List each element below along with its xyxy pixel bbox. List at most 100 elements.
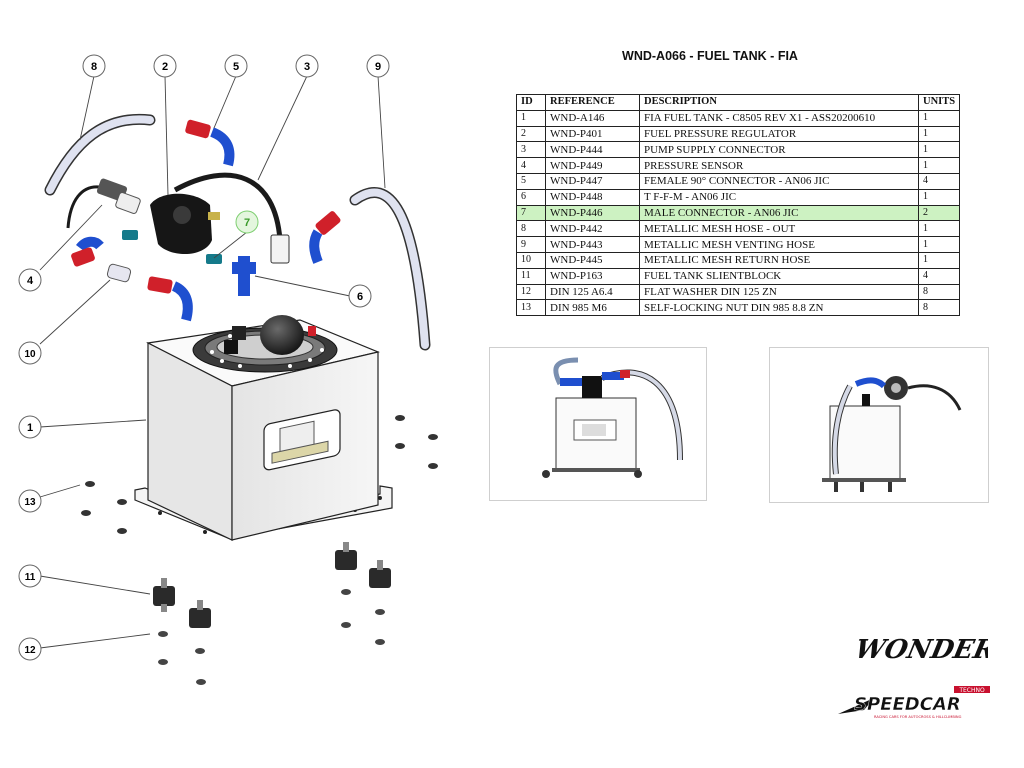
mount-hole [378,496,382,500]
svg-text:7: 7 [244,217,250,229]
cell-reference: WND-P443 [545,236,640,253]
svg-text:8: 8 [91,61,97,73]
wonder-logo: WONDER [858,634,988,665]
cell-units: 1 [917,220,961,238]
col-header-reference: REFERENCE [545,94,640,111]
callout-4: 4 [18,268,42,292]
pump-dome [260,315,304,355]
return-hose [106,263,132,283]
callout-8: 8 [82,54,106,78]
pressure-sensor [66,185,101,229]
cell-description: FLAT WASHER DIN 125 ZN [639,283,919,301]
silentblock [369,560,391,588]
svg-text:RACING CARS FOR AUTOCROSS & HI: RACING CARS FOR AUTOCROSS & HILLCLIMBING [874,715,962,719]
cell-description: FUEL PRESSURE REGULATOR [639,125,919,143]
svg-text:SPEEDCAR: SPEEDCAR [854,694,961,715]
t-fitting [232,256,256,296]
cell-reference: WND-P446 [545,204,640,222]
cell-reference: WND-P444 [545,141,640,159]
table-header-row: ID REFERENCE DESCRIPTION UNITS [516,94,961,111]
svg-text:10: 10 [24,349,36,360]
cell-description: METALLIC MESH HOSE - OUT [639,220,919,238]
callout-10: 10 [18,341,42,365]
cell-reference: WND-P448 [545,188,640,206]
female-90-connector [185,119,235,167]
cell-units: 1 [917,109,961,127]
callout-9: 9 [366,54,390,78]
callout-6: 6 [348,284,372,308]
cell-reference: DIN 985 M6 [545,299,640,317]
col-header-units: UNITS [917,94,961,111]
svg-text:2: 2 [162,61,168,73]
cell-id: 12 [516,283,546,301]
col-header-description: DESCRIPTION [639,94,919,111]
female-90-connector [309,211,341,264]
assembled-view-side [769,347,989,503]
silentblock [189,600,211,628]
cell-id: 8 [516,220,546,238]
cell-units: 1 [917,157,961,174]
svg-text:5: 5 [233,61,239,73]
male-connector [206,254,222,264]
callout-12: 12 [18,637,42,661]
cell-units: 1 [917,125,961,143]
cell-reference: WND-A146 [545,109,640,127]
exploded-parts-diagram: 1 2 3 4 5 6 7 8 9 10 11 12 13 [18,54,438,685]
col-header-id: ID [516,94,546,111]
svg-text:4: 4 [27,275,34,287]
callout-leader-lines [39,75,386,649]
cell-units: 1 [917,236,961,253]
mount-hole [158,511,162,515]
callout-13: 13 [18,489,42,513]
cell-description: FUEL TANK SLIENTBLOCK [639,267,919,285]
cell-description: PRESSURE SENSOR [639,157,919,174]
cell-description: METALLIC MESH RETURN HOSE [639,251,919,269]
svg-text:12: 12 [24,645,36,656]
cell-description: MALE CONNECTOR - AN06 JIC [639,204,919,222]
female-90-connector [147,276,193,322]
svg-text:1: 1 [27,422,33,434]
tank-flange [192,315,338,373]
silentblock [153,578,175,612]
cell-id: 9 [516,236,546,253]
flange-fitting [224,340,238,354]
cell-units: 2 [917,204,961,222]
callout-2: 2 [153,54,177,78]
self-locking-nuts [81,415,438,534]
svg-text:6: 6 [357,291,363,303]
svg-text:13: 13 [24,497,36,508]
cell-id: 10 [516,251,546,269]
callout-3: 3 [295,54,319,78]
cell-description: PUMP SUPPLY CONNECTOR [639,141,919,159]
cell-id: 2 [516,125,546,143]
callout-5: 5 [224,54,248,78]
cell-reference: WND-P442 [545,220,640,238]
svg-text:3: 3 [304,61,310,73]
callout-7: 7 [235,210,259,234]
cell-units: 4 [917,172,961,190]
flange-fitting-red [308,326,316,336]
cell-units: 1 [917,251,961,269]
female-90-connector [71,236,104,267]
flange-fitting [232,326,246,340]
flat-washers [158,589,385,685]
svg-text:11: 11 [25,572,36,583]
callout-1: 1 [18,415,42,439]
cell-id: 3 [516,141,546,159]
svg-text:TECHNO: TECHNO [958,687,985,694]
cell-units: 1 [917,141,961,159]
cell-id: 7 [516,204,546,222]
callout-11: 11 [18,564,42,588]
svg-text:9: 9 [375,61,381,73]
page-title: WND-A066 - FUEL TANK - FIA [622,49,798,63]
cell-id: 5 [516,172,546,190]
